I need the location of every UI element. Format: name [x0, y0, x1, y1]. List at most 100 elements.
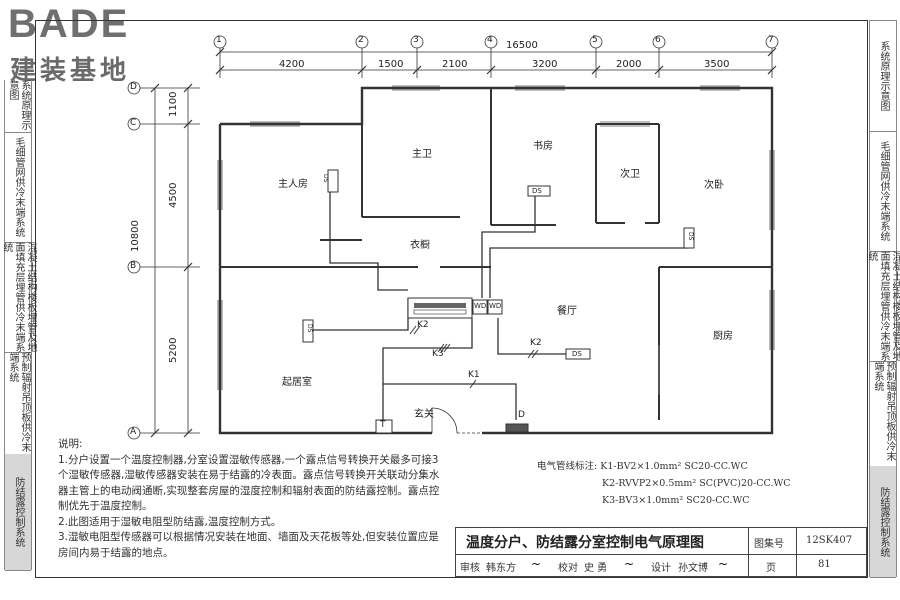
dim-width-5: 2000: [616, 59, 642, 70]
dim-height-2: 4500: [168, 182, 179, 208]
wire-legend: 电气管线标注: K1-BV2×1.0mm² SC20-CC.WC K2-RVVP…: [537, 458, 791, 509]
right-tab-label: 毛细管网供冷末端系统: [878, 141, 889, 241]
dim-width-4: 3200: [532, 59, 558, 70]
note-item-2: 2.此图适用于湿敏电阻型防结露,温度控制方式。: [58, 515, 282, 528]
left-tab-label: 毛细管网供冷末端系统: [13, 137, 24, 237]
ds-second-bedroom-box: [683, 227, 695, 249]
room-kitchen: 厨房: [713, 331, 733, 342]
right-tab-label: 预制辐射吊顶板供冷末端系统: [872, 361, 895, 461]
legend-prefix: 电气管线标注:: [537, 461, 598, 472]
wire-living-k2: [310, 298, 409, 331]
page-number: 81: [818, 559, 831, 570]
k2-label-living: K2: [417, 320, 429, 330]
wire-study: [481, 196, 536, 298]
designer-signature: ~: [718, 557, 729, 571]
left-tab-capillary[interactable]: 毛细管网供冷末端系统: [5, 132, 31, 243]
left-tab-concrete[interactable]: 混凝土结构楼板埋管及地面填充层埋管供冷末端系统: [1, 242, 36, 353]
drawing-frame: [35, 20, 868, 578]
dim-width-2: 1500: [378, 59, 404, 70]
ds-dining-box: [565, 348, 591, 360]
ds-master-box: [327, 169, 339, 193]
note-item-1: 1.分户设置一个温度控制器,分室设置湿敏传感器,一个露点信号转换开关最多可接3个…: [58, 453, 440, 513]
room-master-bath: 主卫: [412, 149, 432, 160]
k3-label: K3: [432, 349, 444, 359]
notes-title: 说明:: [58, 438, 83, 450]
axis-label-3: 3: [413, 35, 419, 45]
wire-dining-k2: [497, 318, 568, 355]
drawing-title: 温度分户、防结露分室控制电气原理图: [466, 535, 704, 551]
left-tab-label: 防结露控制系统: [13, 477, 24, 547]
dim-width-6: 3500: [704, 59, 730, 70]
right-tab-capillary[interactable]: 毛细管网供冷末端系统: [870, 131, 896, 252]
design-label: 设计: [651, 563, 671, 574]
thermostat-label: T: [380, 420, 386, 430]
ds-study-label: DS: [532, 187, 542, 195]
right-tab-system-diagram[interactable]: 系统原理示意图: [870, 21, 896, 132]
wire-k1: [383, 383, 517, 420]
room-second-bath: 次卫: [620, 169, 640, 180]
right-tab-label: 混凝土结构楼板埋管及地面填充层埋管供冷末端系统: [866, 251, 900, 361]
right-tab-column: 系统原理示意图 毛细管网供冷末端系统 混凝土结构楼板埋管及地面填充层埋管供冷末端…: [866, 20, 900, 578]
axis-label-1: 1: [216, 35, 222, 45]
left-tab-label: 混凝土结构楼板埋管及地面填充层埋管供冷末端系统: [1, 242, 36, 352]
brand-subtitle: 建装基地: [10, 56, 131, 86]
note-item-3: 3.湿敏电阻型传感器可以根据情况安装在地面、墙面及天花板等处,但安装位置应是房间…: [58, 531, 439, 559]
reviewer-signature: ~: [531, 557, 542, 571]
ds-living-label: DS: [306, 324, 313, 333]
dim-total-width: 16500: [506, 40, 538, 51]
reviewer-name: 韩东方: [486, 563, 516, 574]
exterior-wall-west: [218, 124, 432, 435]
ds-dining-label: DS: [572, 350, 582, 358]
right-tab-label: 系统原理示意图: [878, 41, 889, 111]
exterior-wall: [220, 86, 774, 435]
legend-line-k3: K3-BV3×1.0mm² SC20-CC.WC: [602, 495, 750, 506]
right-tab-anti-condensation[interactable]: 防结露控制系统: [870, 466, 896, 578]
ds-master-label: DS: [322, 174, 329, 183]
designer-name: 孙文博: [678, 563, 708, 574]
axis-label-A: A: [130, 427, 137, 437]
wd-label-1: WD: [474, 302, 487, 310]
left-tab-anti-condensation[interactable]: 防结露控制系统: [5, 454, 31, 571]
legend-line-k1: K1-BV2×1.0mm² SC20-CC.WC: [600, 461, 748, 472]
axis-label-2: 2: [358, 35, 364, 45]
room-master-bedroom: 主人房: [278, 179, 308, 190]
dew-switch-box: [505, 423, 529, 433]
dim-height-1: 1100: [168, 91, 179, 117]
right-tab-concrete[interactable]: 混凝土结构楼板埋管及地面填充层埋管供冷末端系统: [866, 251, 900, 362]
room-living: 起居室: [282, 377, 312, 388]
ds-living-box: [302, 319, 314, 343]
left-tab-system-diagram[interactable]: 系统原理示意图: [5, 80, 31, 133]
left-tab-label: 系统原理示意图: [7, 80, 30, 130]
thermostat-box: [375, 419, 393, 434]
brand-logo: BADE: [8, 2, 130, 46]
page-label: 页: [766, 563, 776, 574]
room-second-bedroom: 次卧: [704, 180, 724, 191]
ds-second-bedroom-label: DS: [687, 232, 694, 241]
atlas-number: 12SK407: [806, 535, 853, 546]
checker-name: 史 勇: [584, 563, 608, 574]
wd-box-2: [487, 299, 503, 315]
wd-label-2: WD: [489, 302, 502, 310]
axis-label-B: B: [130, 261, 137, 271]
axis-label-4: 4: [487, 35, 493, 45]
entrance-door: [431, 407, 458, 434]
notes-block: 说明: 1.分户设置一个温度控制器,分室设置湿敏传感器,一个露点信号转换开关最多…: [58, 437, 448, 561]
axis-label-7: 7: [768, 35, 774, 45]
axis-label-C: C: [130, 118, 137, 128]
ds-study-box: [527, 185, 551, 197]
wire-master: [329, 190, 408, 291]
dim-height-3: 5200: [168, 337, 179, 363]
room-wardrobe: 衣橱: [410, 240, 430, 251]
axis-label-5: 5: [592, 35, 598, 45]
axis-label-6: 6: [655, 35, 661, 45]
checker-signature: ~: [624, 557, 635, 571]
dim-width-3: 2100: [442, 59, 468, 70]
wd-box-1: [472, 299, 488, 315]
dew-switch-label: D: [518, 410, 525, 420]
k2-label-dining: K2: [530, 338, 542, 348]
k1-label: K1: [468, 370, 480, 380]
atlas-label: 图集号: [754, 539, 784, 550]
room-entrance: 玄关: [414, 409, 434, 420]
left-tab-label: 预制辐射吊顶板供冷末端系统: [7, 352, 30, 452]
